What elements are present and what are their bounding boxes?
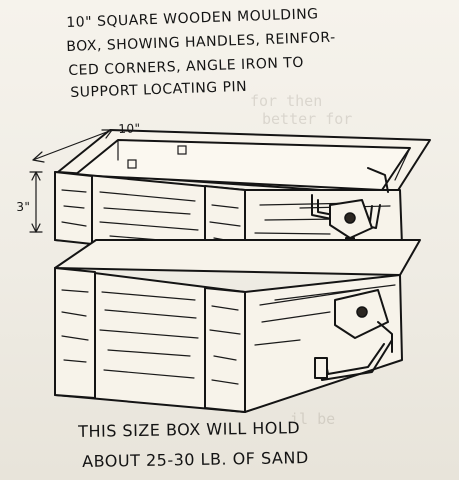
locating-pin-hole [344, 212, 356, 224]
lower-box-rim [54, 239, 421, 276]
lower-box [54, 239, 421, 413]
faint-bleed-text: for then [250, 92, 323, 110]
handle-bracket [314, 357, 328, 379]
locating-pin-hole [356, 306, 368, 318]
faint-bleed-text: better for [262, 110, 353, 128]
width-dimension-line [32, 129, 113, 161]
faint-bleed-text: il be [290, 410, 336, 428]
corner-block [204, 287, 246, 413]
upper-box [54, 129, 431, 259]
screw-icon [127, 159, 137, 169]
corner-block [54, 171, 93, 245]
caption-line-1: THIS SIZE BOX WILL HOLD [78, 418, 301, 441]
height-dimension-label: 3" [16, 199, 31, 214]
width-dimension-label: 10" [118, 121, 141, 136]
corner-block [54, 267, 96, 399]
caption-line-2: ABOUT 25-30 LB. OF SAND [82, 448, 309, 471]
dimension-marks [29, 129, 113, 233]
screw-icon [177, 145, 187, 155]
